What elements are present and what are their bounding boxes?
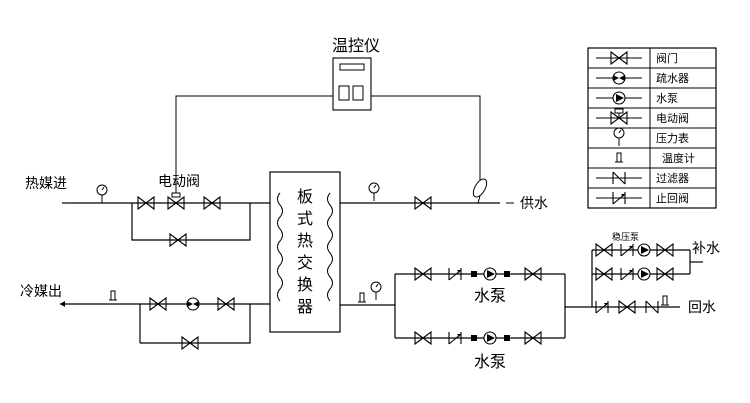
makeup-return-pipe: 稳压泵 补水 回水 [591, 231, 720, 316]
heat-out-label: 冷媒出 [20, 284, 62, 300]
legend-label-8: 止回阀 [656, 191, 689, 205]
pressure-gauge-icon [368, 182, 380, 202]
hx-char-5: 换 [297, 275, 313, 294]
hx-char-2: 式 [297, 209, 313, 228]
makeup-label: 补水 [692, 241, 720, 257]
legend-label-7: 过滤器 [656, 172, 689, 185]
makeup-pump-label: 稳压泵 [612, 231, 639, 243]
controller-label: 温控仪 [332, 36, 380, 55]
hx-char-6: 器 [297, 297, 313, 316]
legend-drain-icon [612, 71, 626, 85]
motor-valve-label: 电动阀 [158, 174, 200, 190]
heat-in-label: 热媒进 [25, 176, 67, 192]
legend-label-3: 水泵 [656, 92, 678, 105]
legend-label-5: 压力表 [656, 131, 689, 145]
pump-icon [483, 331, 497, 345]
drain-icon [186, 297, 200, 311]
thermometer-icon [660, 295, 670, 306]
pump-icon [483, 267, 497, 281]
hx-char-4: 交 [297, 253, 313, 272]
circulation-pipe: 水泵 水泵 [340, 267, 592, 371]
pressure-gauge-icon [370, 281, 382, 301]
pressure-gauge-icon [96, 184, 108, 204]
legend-label-2: 疏水器 [656, 71, 689, 85]
pump-bottom-label: 水泵 [474, 352, 506, 371]
pump-icon [637, 243, 651, 257]
pump-top-label: 水泵 [474, 286, 506, 305]
legend-label-1: 阀门 [656, 51, 678, 65]
supply-pipe: 供水 [340, 178, 548, 212]
temperature-controller: 温控仪 [332, 36, 380, 111]
thermometer-icon [357, 292, 367, 303]
pump-icon [637, 267, 651, 281]
legend-label-4: 电动阀 [656, 111, 689, 125]
plate-heat-exchanger: 板 式 热 交 换 器 [269, 171, 341, 333]
heat-inlet-pipe: 热媒进 电动阀 [25, 174, 270, 247]
supply-label: 供水 [520, 196, 548, 212]
hx-char-3: 热 [297, 231, 313, 250]
legend: 阀门 疏水器 水泵 电动阀 压力表 温度计 过滤器 止回阀 [587, 47, 717, 209]
legend-pump-icon [612, 91, 626, 105]
heat-outlet-pipe: 冷媒出 [20, 284, 270, 350]
hx-char-1: 板 [297, 187, 313, 206]
return-label: 回水 [688, 300, 716, 316]
control-signal-line [175, 95, 481, 195]
thermometer-icon [108, 290, 118, 301]
legend-label-6: 温度计 [662, 151, 695, 165]
